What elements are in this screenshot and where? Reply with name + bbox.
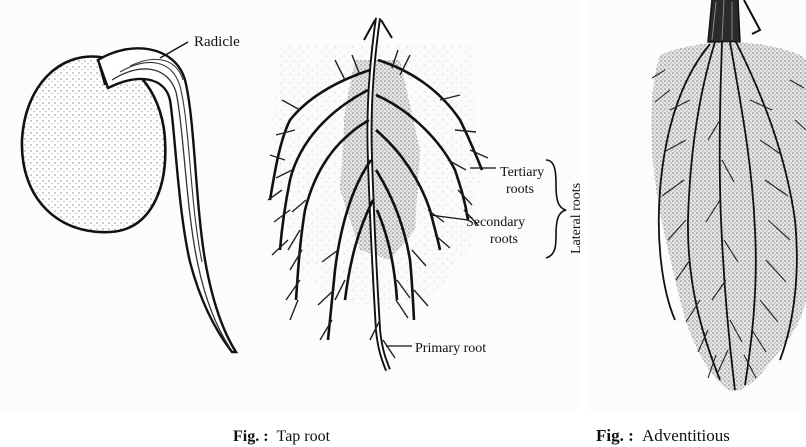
adventitious-caption: Fig. : Adventitious [596,426,730,445]
adventitious-caption-text: Adventitious [642,426,730,445]
lateral-roots-label: Lateral roots [569,183,584,254]
tap-root-caption-prefix: Fig. : [233,428,269,445]
tap-root-caption: Fig. : Tap root [233,428,331,445]
radicle-label: Radicle [194,34,240,50]
seed-coat [22,57,165,233]
tap-root-caption-text: Tap root [277,428,331,445]
tertiary-label-line1: Tertiary [500,165,544,180]
adventitious-caption-prefix: Fig. : [596,426,634,445]
primary-root-label: Primary root [415,341,486,356]
secondary-label-line1: Secondary [466,215,525,230]
tertiary-label-line2: roots [506,182,534,197]
secondary-label-line2: roots [490,232,518,247]
